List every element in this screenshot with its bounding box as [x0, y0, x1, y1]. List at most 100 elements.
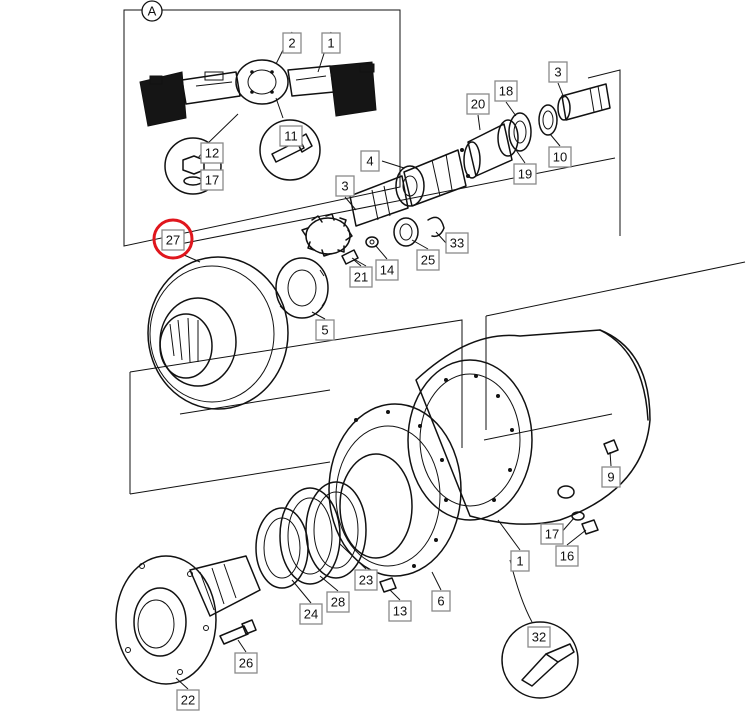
leader-lines	[175, 82, 612, 690]
perspective-frame	[129, 69, 746, 495]
callout-22[interactable]: 22	[176, 689, 200, 711]
callout-27[interactable]: 27	[152, 218, 194, 260]
callout-number: 28	[331, 595, 345, 610]
callout-box	[321, 32, 341, 54]
callout-box	[510, 550, 530, 572]
callout-box	[466, 93, 490, 115]
callout-box	[279, 125, 303, 147]
callout-number: 17	[545, 527, 559, 542]
callout-box	[548, 61, 568, 83]
callout-28[interactable]: 28	[326, 591, 350, 613]
callout-box	[161, 229, 185, 251]
callout-box	[431, 590, 451, 612]
flange-part-6	[328, 403, 462, 593]
callout-number: 10	[553, 150, 567, 165]
callout-number: 12	[205, 146, 219, 161]
callout-13[interactable]: 13	[388, 600, 412, 622]
callout-number: 18	[499, 84, 513, 99]
callout-number: 9	[607, 470, 614, 485]
callout-21[interactable]: 21	[349, 266, 373, 288]
callout-number: 27	[166, 233, 180, 248]
callout-number: 11	[284, 129, 298, 144]
callout-box	[494, 80, 518, 102]
callout-number: 3	[554, 65, 561, 80]
callout-number: 16	[560, 549, 574, 564]
callout-number: 25	[421, 253, 435, 268]
view-label-circle	[141, 0, 163, 22]
callout-box	[326, 591, 350, 613]
callout-number: 17	[205, 173, 219, 188]
highlight-ring	[152, 218, 194, 260]
callout-2[interactable]: 2	[282, 32, 302, 54]
callout-26[interactable]: 26	[234, 652, 258, 674]
callout-number: 24	[304, 607, 318, 622]
callout-box	[555, 545, 579, 567]
callout-number: 19	[518, 167, 532, 182]
inset-view-a: A	[123, 0, 401, 247]
callout-box	[601, 466, 621, 488]
callout-25[interactable]: 25	[416, 249, 440, 271]
drum-part-27	[147, 256, 289, 410]
callout-number: 32	[532, 630, 546, 645]
axle-assembly	[139, 59, 377, 127]
callout-19[interactable]: 19	[513, 163, 537, 185]
callout-12[interactable]: 12	[200, 142, 224, 164]
callout-box	[527, 626, 551, 648]
seal-rings	[255, 481, 367, 589]
callout-box	[360, 150, 380, 172]
callout-number: 2	[288, 36, 295, 51]
callout-1b[interactable]: 1	[510, 550, 530, 572]
callout-box	[388, 600, 412, 622]
callout-1a[interactable]: 1	[321, 32, 341, 54]
callout-box	[416, 249, 440, 271]
shaft-assembly	[275, 83, 611, 319]
callout-box	[234, 652, 258, 674]
callout-number: 23	[359, 573, 373, 588]
callout-number: 20	[471, 97, 485, 112]
callout-11[interactable]: 11	[279, 125, 303, 147]
callout-box	[200, 142, 224, 164]
view-label: A	[148, 4, 157, 19]
callout-box	[176, 689, 200, 711]
callout-box	[548, 146, 572, 168]
callout-3b[interactable]: 3	[335, 175, 355, 197]
callout-number: 4	[366, 154, 373, 169]
callout-number: 3	[341, 179, 348, 194]
callout-number: 13	[393, 604, 407, 619]
callout-number: 33	[450, 236, 464, 251]
callout-17b[interactable]: 17	[540, 523, 564, 545]
callout-box	[513, 163, 537, 185]
callout-box	[299, 603, 323, 625]
callout-number: 22	[181, 693, 195, 708]
callout-labels: 2712111217318201019433325142159171612362…	[152, 32, 621, 711]
callout-33[interactable]: 33	[445, 232, 469, 254]
callout-box	[200, 169, 224, 191]
callout-box	[540, 523, 564, 545]
callout-10[interactable]: 10	[548, 146, 572, 168]
callout-box	[315, 319, 335, 341]
callout-14[interactable]: 14	[375, 259, 399, 281]
callout-number: 21	[354, 270, 368, 285]
callout-17a[interactable]: 17	[200, 169, 224, 191]
callout-4[interactable]: 4	[360, 150, 380, 172]
callout-32[interactable]: 32	[527, 626, 551, 648]
callout-23[interactable]: 23	[354, 569, 378, 591]
callout-9[interactable]: 9	[601, 466, 621, 488]
callout-24[interactable]: 24	[299, 603, 323, 625]
callout-number: 5	[321, 323, 328, 338]
callout-number: 1	[516, 554, 523, 569]
callout-18[interactable]: 18	[494, 80, 518, 102]
callout-3a[interactable]: 3	[548, 61, 568, 83]
callout-number: 6	[437, 594, 444, 609]
callout-5[interactable]: 5	[315, 319, 335, 341]
callout-box	[445, 232, 469, 254]
callout-box	[354, 569, 378, 591]
callout-6[interactable]: 6	[431, 590, 451, 612]
callout-number: 26	[239, 656, 253, 671]
callout-box	[282, 32, 302, 54]
callout-box	[349, 266, 373, 288]
callout-number: 1	[327, 36, 334, 51]
callout-20[interactable]: 20	[466, 93, 490, 115]
callout-16[interactable]: 16	[555, 545, 579, 567]
